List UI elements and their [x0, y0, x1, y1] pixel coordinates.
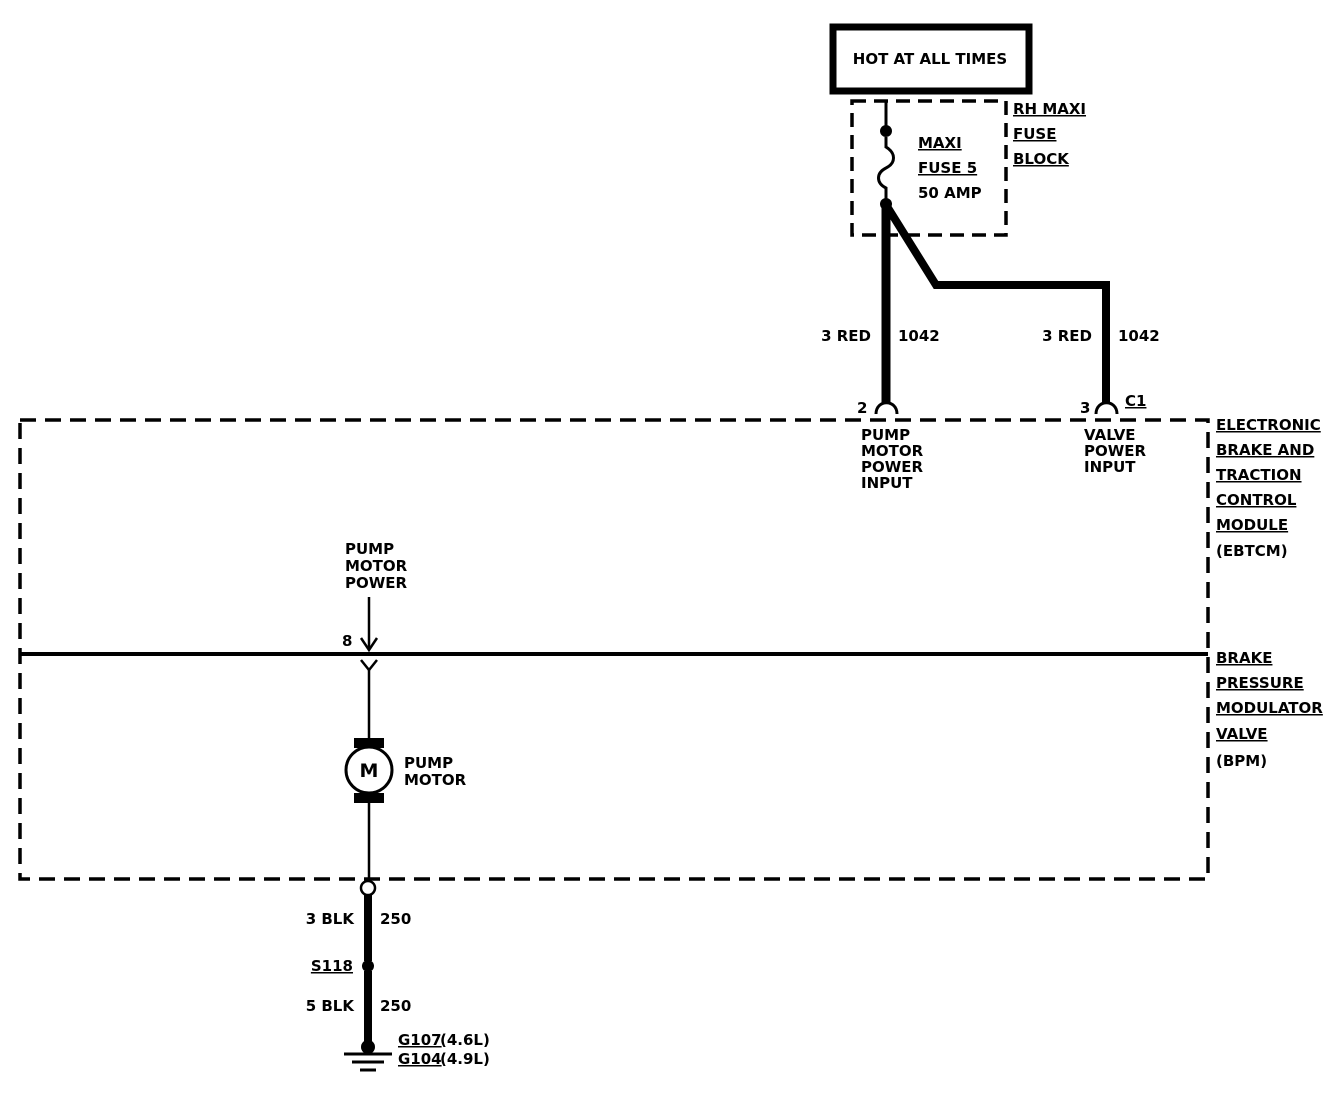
valve-connector-id: C1: [1125, 392, 1146, 410]
motor-label-line-1: PUMP: [404, 754, 453, 772]
power-source-box: [829, 23, 1033, 95]
pump-power-label-line-3: POWER: [345, 574, 408, 592]
ebtcm-label-line-4: CONTROL: [1216, 491, 1297, 509]
valve-feed-wire: [884, 205, 1110, 404]
fuse-label-line-2: FUSE 5: [918, 159, 977, 177]
fuse-label-line-1: MAXI: [918, 134, 962, 152]
ground-eyelet: [361, 1040, 375, 1054]
valve-feed-circuit: 1042: [1118, 327, 1160, 345]
power-source-label: HOT AT ALL TIMES: [853, 50, 1007, 68]
ground-upper-circuit: 250: [380, 910, 411, 928]
bpmv-label-line-1: BRAKE: [1216, 649, 1272, 667]
pump-power-label-line-1: PUMP: [345, 540, 394, 558]
ground-upper-gauge-color: 3 BLK: [306, 910, 356, 928]
pump-connector-terminal: [874, 401, 899, 415]
internal-pin-receptacle: [360, 659, 378, 673]
module-ground-terminal: [359, 879, 377, 897]
valve-input-label-line-2: POWER: [1084, 442, 1147, 460]
splice-s118: [362, 960, 374, 972]
bpmv-label-line-3: MODULATOR: [1216, 699, 1323, 717]
pump-feed-circuit: 1042: [898, 327, 940, 345]
internal-pin-number: 8: [342, 632, 352, 650]
splice-label: S118: [311, 957, 353, 975]
motor-label-line-2: MOTOR: [404, 771, 467, 789]
pump-input-label-line-1: PUMP: [861, 426, 910, 444]
valve-input-label-line-1: VALVE: [1084, 426, 1136, 444]
ground-lower-gauge-color: 5 BLK: [306, 997, 356, 1015]
motor-bottom-brush: [354, 793, 384, 803]
ground-g104-note: (4.9L): [440, 1050, 490, 1068]
fuse-top-terminal: [880, 125, 892, 137]
motor-top-brush: [354, 738, 384, 748]
pump-power-arrowhead: [359, 637, 379, 653]
ebtcm-label-line-3: TRACTION: [1216, 466, 1302, 484]
valve-input-label-line-3: INPUT: [1084, 458, 1136, 476]
fuse-element: [877, 137, 895, 204]
fuse-block-outline: [850, 99, 1008, 237]
ebtcm-label-line-5: MODULE: [1216, 516, 1288, 534]
motor-icon: [344, 745, 394, 795]
ebtcm-label-line-1: ELECTRONIC: [1216, 416, 1321, 434]
ebtcm-label-line-6: (EBTCM): [1216, 542, 1288, 560]
bpmv-label-line-4: VALVE: [1216, 725, 1268, 743]
fuse-block-name-line-2: FUSE: [1013, 125, 1056, 143]
fuse-block-name-line-1: RH MAXI: [1013, 100, 1086, 118]
pump-power-label-line-2: MOTOR: [345, 557, 408, 575]
motor-symbol: M: [360, 760, 379, 782]
pump-input-label-line-3: POWER: [861, 458, 924, 476]
valve-feed-gauge-color: 3 RED: [1042, 327, 1092, 345]
ground-g104-id: G104: [398, 1050, 442, 1068]
bpmv-label-line-5: (BPM): [1216, 752, 1267, 770]
pump-input-label-line-2: MOTOR: [861, 442, 924, 460]
ground-lower-circuit: 250: [380, 997, 411, 1015]
pump-connector-pin: 2: [857, 399, 867, 417]
valve-connector-pin: 3: [1080, 399, 1090, 417]
module-outline: [18, 418, 1210, 881]
bpmv-label-line-2: PRESSURE: [1216, 674, 1304, 692]
ebtcm-label-line-2: BRAKE AND: [1216, 441, 1314, 459]
fuse-block-name-line-3: BLOCK: [1013, 150, 1070, 168]
pump-input-label-line-4: INPUT: [861, 474, 913, 492]
ground-g107-id: G107: [398, 1031, 442, 1049]
fuse-label-line-3: 50 AMP: [918, 184, 982, 202]
ground-g107-note: (4.6L): [440, 1031, 490, 1049]
valve-connector-terminal: [1094, 401, 1119, 415]
pump-feed-gauge-color: 3 RED: [821, 327, 871, 345]
